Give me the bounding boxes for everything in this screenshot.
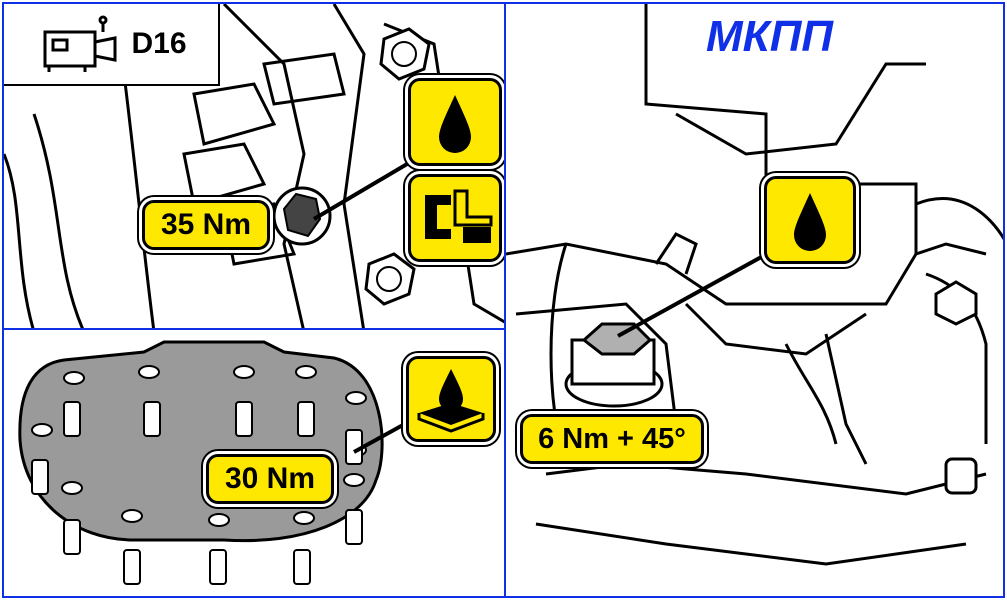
- oil-drop-icon: [408, 78, 502, 166]
- drain-plug: [272, 186, 332, 246]
- gearbox-housing-drawing: [4, 4, 504, 328]
- bleeder-right: [944, 457, 978, 495]
- transmission-title: МКПП: [706, 12, 833, 61]
- engine-badge: D16: [4, 4, 220, 86]
- engine-label: D16: [131, 27, 187, 60]
- torque-label-cover: 30 Nm: [206, 454, 334, 504]
- seal-icon: [408, 174, 502, 262]
- bolt-top: [379, 27, 431, 81]
- oil-drop-icon: [764, 176, 856, 264]
- panel-filler-plug: МКПП 6 Nm + 45°: [504, 2, 1005, 598]
- bolt-right: [934, 280, 978, 326]
- gasket-oil-icon: [406, 356, 496, 442]
- transmission-case-drawing: [506, 4, 1003, 566]
- bolt-bottom: [364, 252, 416, 306]
- pointer-line: [353, 418, 413, 454]
- pointer-line: [312, 152, 426, 221]
- torque-label-filler: 6 Nm + 45°: [520, 414, 704, 464]
- panel-drain-plug: D16 35 Nm: [2, 2, 506, 330]
- pointer-line: [617, 248, 775, 338]
- torque-label-drain: 35 Nm: [142, 200, 270, 250]
- panel-cover-bolts: 30 Nm: [2, 328, 506, 598]
- filler-plug: [564, 322, 664, 408]
- gearbox-icon: [43, 15, 117, 72]
